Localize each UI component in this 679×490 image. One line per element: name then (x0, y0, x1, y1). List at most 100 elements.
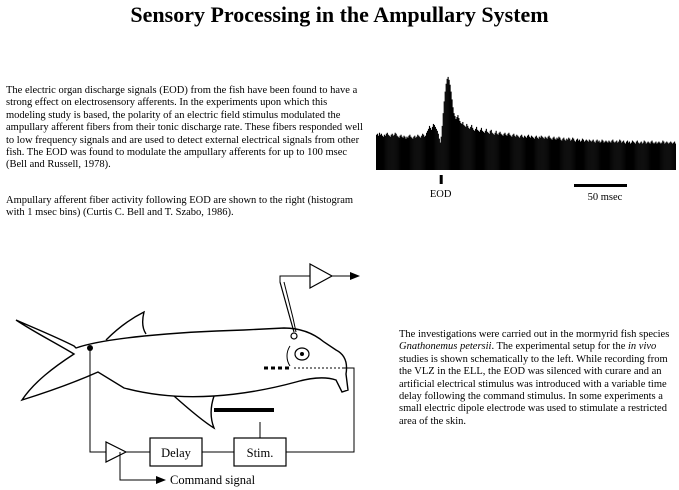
histogram-bar (646, 142, 648, 170)
histogram-bar (529, 137, 532, 170)
histogram-bar (581, 138, 584, 170)
histogram-bar (632, 141, 634, 170)
histogram-bar (594, 142, 596, 170)
histogram-bar (515, 136, 517, 170)
histogram-bar (530, 135, 533, 170)
histogram-bar (527, 134, 530, 170)
histogram-bar (385, 133, 387, 170)
histogram-bar (670, 141, 672, 170)
histogram-bar (435, 128, 437, 170)
histogram-bar (512, 134, 514, 170)
histogram-bar (421, 135, 423, 170)
histogram-bar (396, 135, 398, 170)
histogram-bar (478, 131, 481, 170)
histogram-bar (481, 130, 484, 170)
histogram-bar (413, 136, 415, 170)
histogram-bar (494, 132, 496, 170)
histogram-bar (472, 127, 474, 170)
histogram-bar (536, 137, 538, 170)
histogram-bar (540, 135, 542, 170)
histogram-bar (450, 91, 452, 170)
histogram-bar (657, 142, 659, 170)
fish-pupil (300, 352, 304, 356)
histogram-bar (636, 140, 638, 170)
histogram-bar (417, 134, 419, 170)
histogram-bar (612, 139, 614, 170)
histogram-bar (645, 143, 647, 170)
histogram-bar (452, 107, 454, 170)
histogram-bar (567, 139, 569, 170)
histogram-bar (526, 135, 529, 170)
histogram-bar (465, 126, 467, 170)
histogram-bar (458, 118, 460, 170)
histogram-bar (551, 139, 553, 170)
histogram-bar (442, 113, 444, 170)
histogram-bar (662, 140, 664, 170)
histogram-bar (674, 141, 676, 170)
histogram-bar (586, 140, 588, 170)
histogram-bar (479, 129, 482, 170)
histogram-bar (504, 132, 506, 170)
scale-bar-label: 50 msec (588, 192, 623, 203)
histogram-bar (653, 143, 655, 170)
histogram-bar (654, 142, 656, 170)
histogram-bar (424, 136, 426, 170)
histogram-bar (513, 133, 515, 170)
histogram-bar (608, 140, 610, 170)
histogram-bar (409, 134, 411, 170)
histogram-bars (376, 76, 676, 170)
histogram-bar (468, 127, 470, 170)
histogram-bar (427, 128, 430, 170)
histogram-bar (473, 129, 475, 170)
fish-body-outline (15, 319, 349, 402)
histogram-bar (500, 133, 502, 170)
histogram-bar (422, 133, 424, 170)
intro-paragraph: The electric organ discharge signals (EO… (6, 85, 363, 171)
histogram-bar (554, 138, 556, 170)
histogram-bar (522, 136, 524, 170)
histogram-bar (476, 129, 479, 170)
histogram-bar (514, 135, 516, 170)
histogram-bar (605, 140, 607, 170)
histogram-bar (423, 134, 425, 170)
histogram-bar (502, 135, 504, 170)
histogram-bar (658, 141, 660, 170)
histogram-bar (572, 137, 574, 170)
histogram-bar (671, 142, 673, 170)
histogram-bar (446, 78, 448, 170)
histogram-bar (390, 134, 392, 170)
histogram-bar (571, 139, 573, 170)
histogram-bar (621, 142, 623, 170)
histogram-bar (406, 136, 408, 170)
histogram-bar (566, 138, 568, 170)
histogram-bar (523, 137, 525, 170)
histogram-bar (487, 132, 489, 170)
histogram-bar (429, 127, 432, 170)
histogram-bar (457, 115, 459, 170)
histogram-bar (519, 137, 521, 170)
fish-eye (294, 347, 310, 361)
histogram-bar (506, 135, 508, 170)
histogram-bar (493, 134, 495, 170)
histogram-bar (392, 135, 394, 170)
histogram-bar (613, 141, 615, 170)
histogram-bar (518, 136, 520, 170)
histogram-bar (611, 140, 613, 170)
histogram-bar (552, 137, 554, 170)
stim-output-wire (286, 367, 355, 453)
histogram-bar (656, 143, 658, 170)
histogram-bar (395, 133, 397, 170)
histogram-bar (641, 143, 643, 170)
histogram-bar (416, 136, 418, 170)
histogram-bar (557, 138, 559, 170)
histogram-bar (471, 124, 473, 170)
histogram-bar (579, 141, 582, 170)
histogram-bar (639, 142, 641, 170)
histogram-bar (667, 142, 669, 170)
histogram-bar (466, 123, 468, 170)
histogram-bar (520, 135, 522, 170)
histogram-bar (394, 132, 396, 170)
histogram-bar (584, 140, 586, 170)
recording-electrode (279, 281, 295, 333)
histogram-bar (638, 143, 640, 170)
